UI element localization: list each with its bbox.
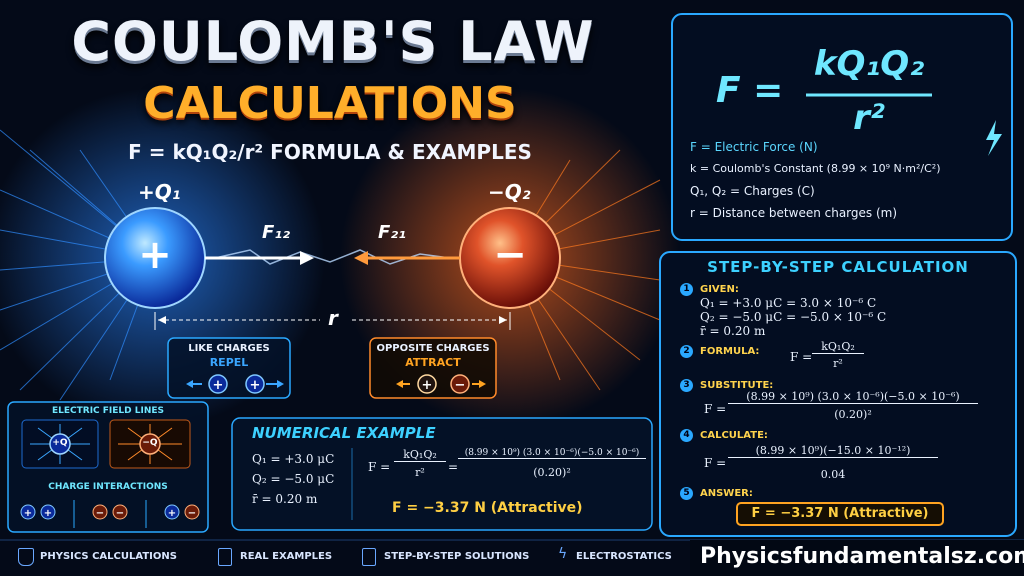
footer-step-solutions[interactable]: STEP-BY-STEP SOLUTIONS	[384, 551, 530, 562]
svg-text:+: +	[213, 378, 224, 393]
step-1-title: GIVEN:	[700, 284, 739, 295]
svg-text:−: −	[96, 508, 104, 519]
legend-row-r: r = Distance between charges (m)	[690, 206, 1006, 220]
flask-icon	[18, 548, 34, 566]
lightning-icon: ϟ	[558, 546, 568, 562]
legend-text: = Electric Force (N)	[700, 140, 818, 154]
step-3-num: (8.99 × 10⁹) (3.0 × 10⁻⁶)(−5.0 × 10⁻⁶)	[728, 390, 978, 404]
answer-box: F = −3.37 N (Attractive)	[736, 502, 944, 526]
legend-row-k: k = Coulomb's Constant (8.99 × 10⁹ N·m²/…	[690, 162, 1016, 175]
svg-text:+: +	[422, 378, 433, 393]
step-4-badge: 4	[680, 429, 693, 442]
example-den2: (0.20)²	[533, 466, 571, 479]
svg-text:+: +	[168, 508, 176, 519]
formula-lhs: F =	[716, 70, 784, 111]
formula-tagline: F = kQ₁Q₂/r² FORMULA & EXAMPLES	[128, 140, 532, 164]
svg-text:−: −	[188, 508, 196, 519]
example-den1: r²	[415, 466, 425, 479]
step-3-lhs: F =	[704, 402, 727, 416]
svg-text:−: −	[116, 508, 124, 519]
f12-label: F₁₂	[262, 222, 291, 243]
pos-charge-icon: +Q	[52, 438, 68, 448]
step-panel-title: STEP-BY-STEP CALCULATION	[707, 258, 969, 276]
legend-row-q: Q₁, Q₂ = Charges (C)	[690, 184, 1006, 198]
example-r: r̄ = 0.20 m	[252, 492, 318, 506]
f21-label: F₂₁	[378, 222, 407, 243]
step-1-line3: r̄ = 0.20 m	[700, 324, 766, 338]
example-q1: Q₁ = +3.0 μC	[252, 452, 335, 466]
neg-charge-icon: −Q	[142, 438, 158, 448]
positive-sign-icon: +	[138, 232, 172, 278]
formula-denominator: r²	[853, 98, 885, 138]
step-5-title: ANSWER:	[700, 488, 753, 499]
legend-text: = Distance between charges (m)	[698, 206, 898, 220]
step-2-lhs: F =	[790, 350, 813, 364]
legend-text: = Charges (C)	[729, 184, 815, 198]
footer-electrostatics[interactable]: ELECTROSTATICS	[576, 551, 672, 562]
svg-text:+: +	[250, 378, 261, 393]
negative-sign-icon: −	[493, 232, 527, 278]
brand-url[interactable]: Physicsfundamentalsz.com	[700, 544, 1024, 569]
opposite-charges-title: OPPOSITE CHARGES	[376, 343, 490, 354]
legend-text: = Coulomb's Constant (8.99 × 10⁹ N·m²/C²…	[699, 162, 941, 175]
legend-row-f: F = Electric Force (N)	[690, 140, 1006, 154]
step-5-badge: 5	[680, 487, 693, 500]
legend-symbol: F	[690, 140, 697, 154]
numerical-example-title: NUMERICAL EXAMPLE	[252, 424, 436, 442]
step-4-num: (8.99 × 10⁹)(−15.0 × 10⁻¹²)	[728, 444, 938, 458]
q2-label: −Q₂	[488, 180, 531, 204]
charge-interactions-title: CHARGE INTERACTIONS	[48, 482, 168, 492]
example-f-lhs: F =	[368, 460, 391, 474]
example-equals: =	[448, 460, 459, 474]
example-result: F = −3.37 N (Attractive)	[392, 500, 583, 516]
q1-label: +Q₁	[138, 180, 181, 204]
step-2-num: kQ₁Q₂	[812, 340, 864, 354]
main-subtitle: CALCULATIONS	[143, 78, 517, 129]
main-title: COULOMB'S LAW	[71, 10, 595, 73]
attract-label: ATTRACT	[405, 356, 461, 369]
svg-text:−: −	[455, 378, 466, 393]
footer-real-examples[interactable]: REAL EXAMPLES	[240, 551, 333, 562]
step-1-line1: Q₁ = +3.0 μC = 3.0 × 10⁻⁶ C	[700, 296, 877, 310]
legend-symbol: k	[690, 162, 697, 175]
field-lines-title: ELECTRIC FIELD LINES	[51, 406, 165, 416]
like-charges-title: LIKE CHARGES	[188, 343, 270, 354]
svg-text:+: +	[44, 508, 52, 519]
footer-physics-calculations[interactable]: PHYSICS CALCULATIONS	[40, 551, 177, 562]
step-2-badge: 2	[680, 345, 693, 358]
example-num1: kQ₁Q₂	[394, 448, 446, 462]
step-2-title: FORMULA:	[700, 346, 760, 357]
example-q2: Q₂ = −5.0 μC	[252, 472, 335, 486]
checklist-icon	[362, 548, 376, 566]
clipboard-icon	[218, 548, 232, 566]
svg-text:+: +	[24, 508, 32, 519]
step-4-title: CALCULATE:	[700, 430, 768, 441]
legend-symbol: r	[690, 206, 695, 220]
legend-symbol: Q₁, Q₂	[690, 184, 727, 198]
distance-label: r	[328, 306, 338, 330]
step-3-badge: 3	[680, 379, 693, 392]
step-4-lhs: F =	[704, 456, 727, 470]
step-4-den: 0.04	[820, 468, 846, 481]
step-1-badge: 1	[680, 283, 693, 296]
example-num2: (8.99 × 10⁹) (3.0 × 10⁻⁶)(−5.0 × 10⁻⁶)	[458, 448, 646, 459]
step-3-title: SUBSTITUTE:	[700, 380, 774, 391]
step-2-den: r²	[833, 357, 843, 370]
step-1-line2: Q₂ = −5.0 μC = −5.0 × 10⁻⁶ C	[700, 310, 887, 324]
repel-label: REPEL	[209, 356, 249, 369]
formula-numerator: kQ₁Q₂	[813, 44, 925, 84]
step-3-den: (0.20)²	[834, 408, 872, 421]
